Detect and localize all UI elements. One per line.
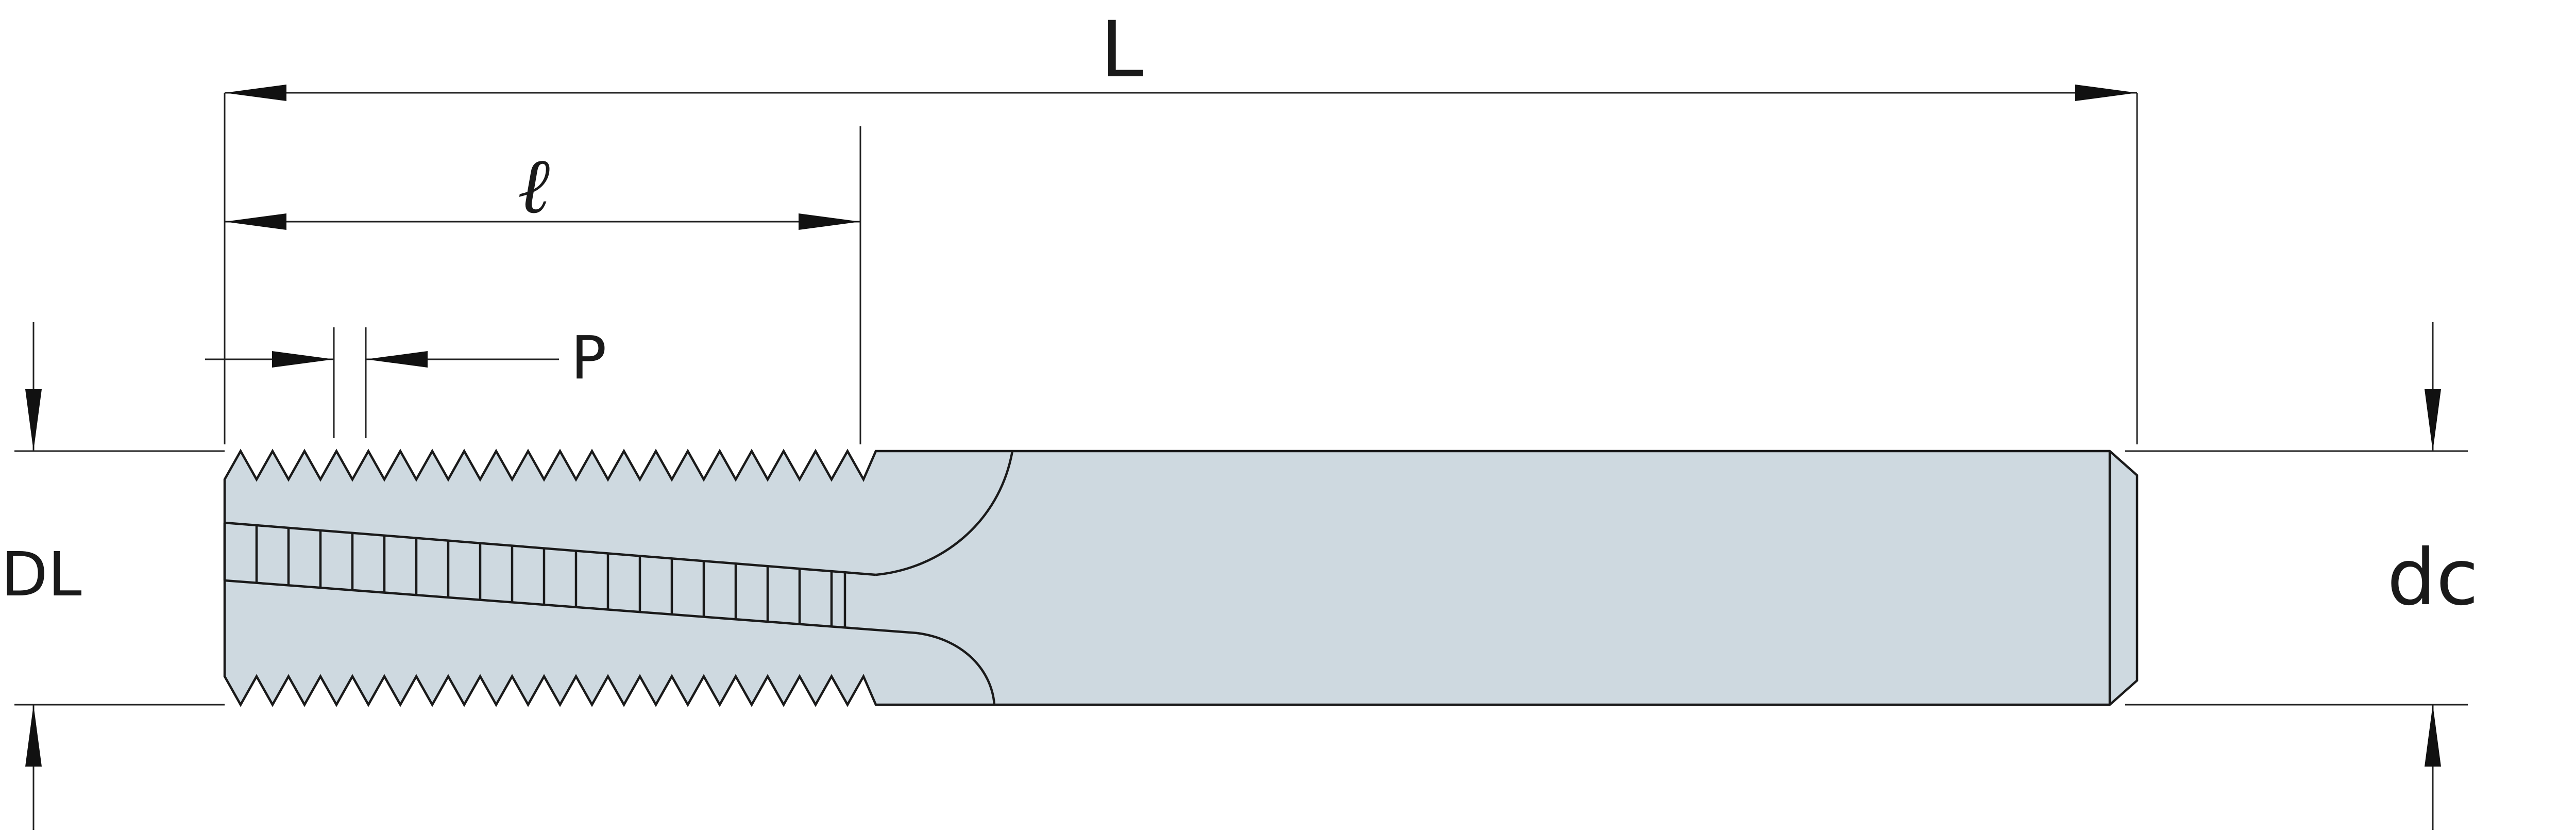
chip-flute <box>223 451 1014 705</box>
flute-upper-runout-arc <box>875 451 1014 576</box>
thread-length-label: ℓ <box>518 141 550 231</box>
dimension-thread-length: ℓ <box>225 126 861 444</box>
tool-body <box>223 448 2139 707</box>
dimension-L: L <box>224 5 2138 444</box>
thread-length-right-arrow <box>799 213 860 230</box>
DL-bottom-arrow <box>25 705 42 767</box>
dimension-DL: DL <box>1 322 225 830</box>
dimension-L-left-arrow <box>225 85 286 101</box>
pitch-left-arrow <box>272 351 334 368</box>
dimension-L-label: L <box>1100 5 1144 95</box>
pitch-label: P <box>571 324 606 393</box>
dimension-pitch: P <box>205 324 606 438</box>
tool-body-outline <box>223 448 2139 707</box>
dc-top-arrow <box>2425 389 2441 451</box>
dc-label: dc <box>2387 533 2479 623</box>
pitch-right-arrow <box>366 351 428 368</box>
flute-upper-edge <box>224 521 876 576</box>
tool-body-fill <box>225 451 2137 705</box>
DL-label: DL <box>1 539 82 610</box>
dc-bottom-arrow <box>2425 705 2441 767</box>
flute-lower-edge <box>224 579 918 635</box>
dimension-L-right-arrow <box>2075 85 2137 101</box>
dimension-dc: dc <box>2125 322 2479 830</box>
flute-lower-runout-arc <box>917 631 996 705</box>
DL-top-arrow <box>25 389 42 451</box>
thread-length-left-arrow <box>225 213 286 230</box>
flute-hatch-lines <box>223 523 846 628</box>
